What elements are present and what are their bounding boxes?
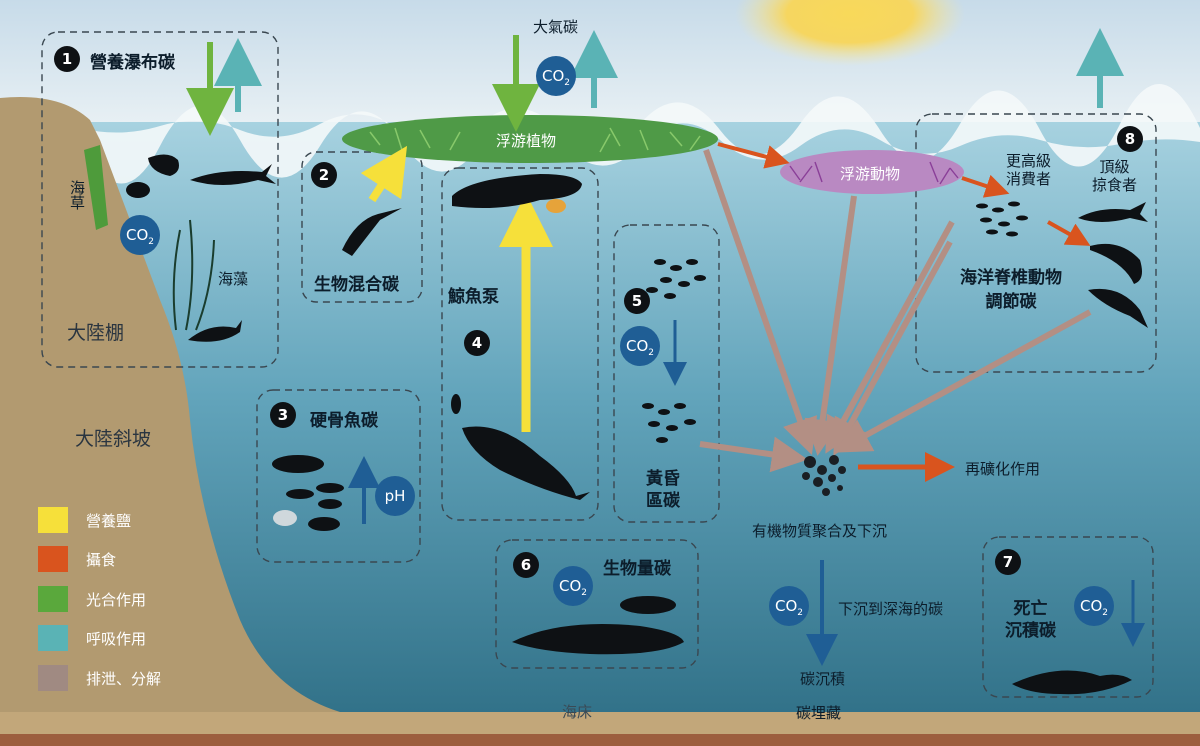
sea-surface-foam: [0, 83, 1200, 184]
seaweed-label: 海藻: [218, 270, 249, 288]
section-5-title: 黃昏 區碳: [646, 469, 680, 511]
carbonate-icon: [273, 510, 297, 526]
section-6-number: 6: [513, 552, 539, 578]
fish-school-icons: [642, 201, 1028, 443]
remineralization-label: 再礦化作用: [965, 460, 1041, 478]
seabed-label: 海床: [562, 703, 593, 721]
zooplankton-swarm: [780, 150, 964, 194]
sink-deep-label: 下沉到深海的碳: [838, 600, 944, 618]
continental-shelf-label: 大陸棚: [67, 322, 125, 344]
co2-biomass-icon: CO2: [553, 566, 593, 606]
mixing-nutrient-arrow: [360, 145, 408, 203]
legend-item-respiration: 呼吸作用: [38, 624, 146, 652]
seagrass-label: 海草: [68, 180, 86, 210]
legend-swatch: [38, 586, 68, 612]
legend-item-photosynthesis: 光合作用: [38, 585, 146, 613]
blue-whale-icon: [512, 624, 684, 655]
co2-twilight-icon: CO2: [620, 326, 660, 366]
tuna-icon: [272, 455, 324, 473]
turtle-icon: [126, 182, 150, 198]
continent-landmass: [0, 96, 340, 713]
shark-icon: [190, 164, 276, 185]
section-2-number: 2: [311, 162, 337, 188]
organic-aggregate-icon: [802, 455, 846, 496]
grazing-arrow-3: [1047, 220, 1091, 246]
deposition-label: 碳沉積: [800, 670, 846, 688]
top-predators-label: 頂級 掠食者: [1092, 158, 1138, 194]
sperm-whale-deep-icon: [462, 426, 590, 500]
swordfish-icon: [342, 208, 402, 256]
sun-icon: [735, 0, 965, 66]
section-boxes: [41, 31, 1157, 698]
grazing-arrow-1: [717, 142, 790, 169]
sperm-whale-surface-icon: [452, 174, 582, 208]
marine-animal-silhouettes: [126, 154, 1148, 695]
seabed-rock: [0, 734, 1200, 746]
section-2-title: 生物混合碳: [314, 275, 399, 295]
legend-item-grazing: 攝食: [38, 545, 116, 573]
legend-item-nutrients: 營養鹽: [38, 506, 131, 534]
phytoplankton-label: 浮游植物: [496, 132, 557, 150]
squid-icon: [451, 394, 461, 414]
zooplankton-label: 浮游動物: [840, 165, 901, 183]
section-5-number: 5: [624, 288, 650, 314]
biomass-fish-icon: [620, 596, 676, 614]
phytoplankton-bloom: [342, 115, 718, 163]
grazing-arrow-2: [961, 174, 1010, 198]
co2-deep-icon: CO2: [769, 586, 809, 626]
section-7-title: 死亡 沉積碳: [1005, 599, 1056, 641]
burial-label: 碳埋藏: [796, 704, 842, 722]
section-8-title: 海洋脊椎動物 調節碳: [960, 268, 1062, 312]
dolphin-icon: [1090, 243, 1142, 284]
section-3-title: 硬骨魚碳: [310, 411, 378, 431]
ph-icon: pH: [375, 476, 415, 516]
sinking-arrows: [699, 149, 1092, 473]
legend-swatch: [38, 546, 68, 572]
section-8-number: 8: [1117, 126, 1143, 152]
legend-swatch: [38, 507, 68, 533]
section-6-title: 生物量碳: [603, 559, 671, 579]
tuna-predator-icon: [1088, 288, 1148, 328]
seagrass-icon: [84, 145, 108, 230]
higher-consumers-label: 更高級 消費者: [1006, 152, 1052, 188]
legend-item-excretion: 排泄、分解: [38, 664, 161, 692]
manatee-icon: [148, 154, 179, 176]
continental-slope-label: 大陸斜坡: [75, 428, 152, 450]
section-7-number: 7: [995, 549, 1021, 575]
aggregation-label: 有機物質聚合及下沉: [752, 522, 888, 540]
top-shark-icon: [1078, 202, 1148, 222]
legend-swatch: [38, 665, 68, 691]
atmospheric-carbon-label: 大氣碳: [533, 18, 579, 36]
co2-shelf-icon: CO2: [120, 215, 160, 255]
whale-fall-icon: [1012, 670, 1132, 695]
legend-swatch: [38, 625, 68, 651]
co2-death-icon: CO2: [1074, 586, 1114, 626]
section-1-title: 營養瀑布碳: [90, 53, 175, 73]
seal-icon: [188, 320, 242, 342]
section-1-number: 1: [54, 46, 80, 72]
section-4-number: 4: [464, 330, 490, 356]
section-4-title: 鯨魚泵: [448, 287, 499, 307]
section-3-number: 3: [270, 402, 296, 428]
whale-feces-icon: [546, 199, 566, 213]
seaweed-icon: [172, 219, 215, 331]
co2-atmosphere-icon: CO2: [536, 56, 576, 96]
